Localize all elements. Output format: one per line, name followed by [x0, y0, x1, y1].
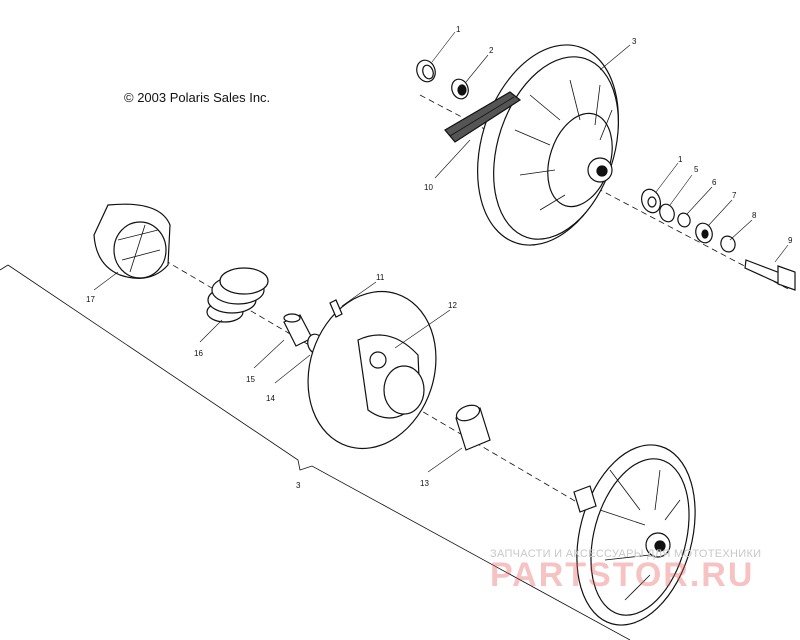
callout-13: 13 [420, 479, 429, 488]
spring-16 [206, 267, 269, 323]
callout-3-bottom: 3 [296, 481, 301, 490]
fixed-sheave-bottom [573, 444, 696, 626]
callout-2: 2 [489, 46, 494, 55]
copyright-notice: © 2003 Polaris Sales Inc. [124, 90, 271, 105]
bolt-9 [744, 259, 796, 291]
callout-1-right: 1 [678, 155, 683, 164]
callout-10: 10 [424, 183, 433, 192]
bushing-15 [283, 313, 313, 347]
bushing-13 [455, 404, 491, 451]
callout-9: 9 [788, 236, 793, 245]
screw-11 [329, 299, 343, 318]
callout-3-top: 3 [632, 37, 637, 46]
callout-14: 14 [266, 394, 275, 403]
moveable-sheave-12 [307, 290, 437, 450]
callout-16: 16 [194, 349, 203, 358]
washer-5 [659, 203, 675, 223]
callout-17: 17 [86, 295, 95, 304]
driven-sheave-outer [477, 44, 619, 246]
callout-1-top: 1 [456, 25, 461, 34]
callout-6: 6 [712, 178, 717, 187]
spacer-6 [677, 212, 691, 228]
assembly-bracket [0, 264, 631, 640]
callout-15: 15 [246, 375, 255, 384]
callout-12: 12 [448, 301, 457, 310]
callout-7: 7 [732, 191, 737, 200]
helix-part-17 [93, 203, 171, 279]
nut-8 [720, 235, 736, 253]
leader-lines [93, 31, 789, 473]
callout-8: 8 [752, 211, 757, 220]
callout-11: 11 [376, 273, 385, 282]
watermark-tagline: ЗАПЧАСТИ И АКСЕССУАРЫ ДЛЯ МОТОТЕХНИКИ [490, 548, 762, 560]
callout-5: 5 [694, 165, 699, 174]
watermark-logo: PARTSTOR.RU [490, 556, 755, 594]
washer-1-top-inner [422, 64, 434, 80]
